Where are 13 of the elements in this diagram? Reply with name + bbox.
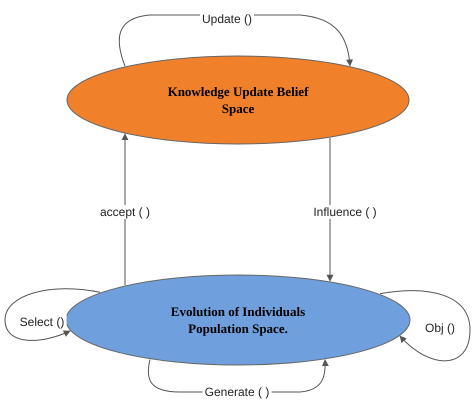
edge-label: Generate ( ) [202, 385, 272, 399]
arrow [326, 138, 334, 282]
edge-label: accept ( ) [98, 205, 152, 219]
edge-label: Update () [200, 12, 254, 26]
ellipse-node [65, 274, 411, 366]
arrow [122, 133, 128, 286]
node-text: Evolution of Individuals Population Space. [170, 303, 306, 337]
edge-label: Select () [18, 315, 66, 329]
edge-label: Obj () [423, 321, 457, 335]
node-text: Knowledge Update Belief Space [166, 83, 310, 117]
ellipse-node [66, 55, 410, 145]
arrow [380, 290, 470, 362]
arrow [4, 288, 100, 341]
